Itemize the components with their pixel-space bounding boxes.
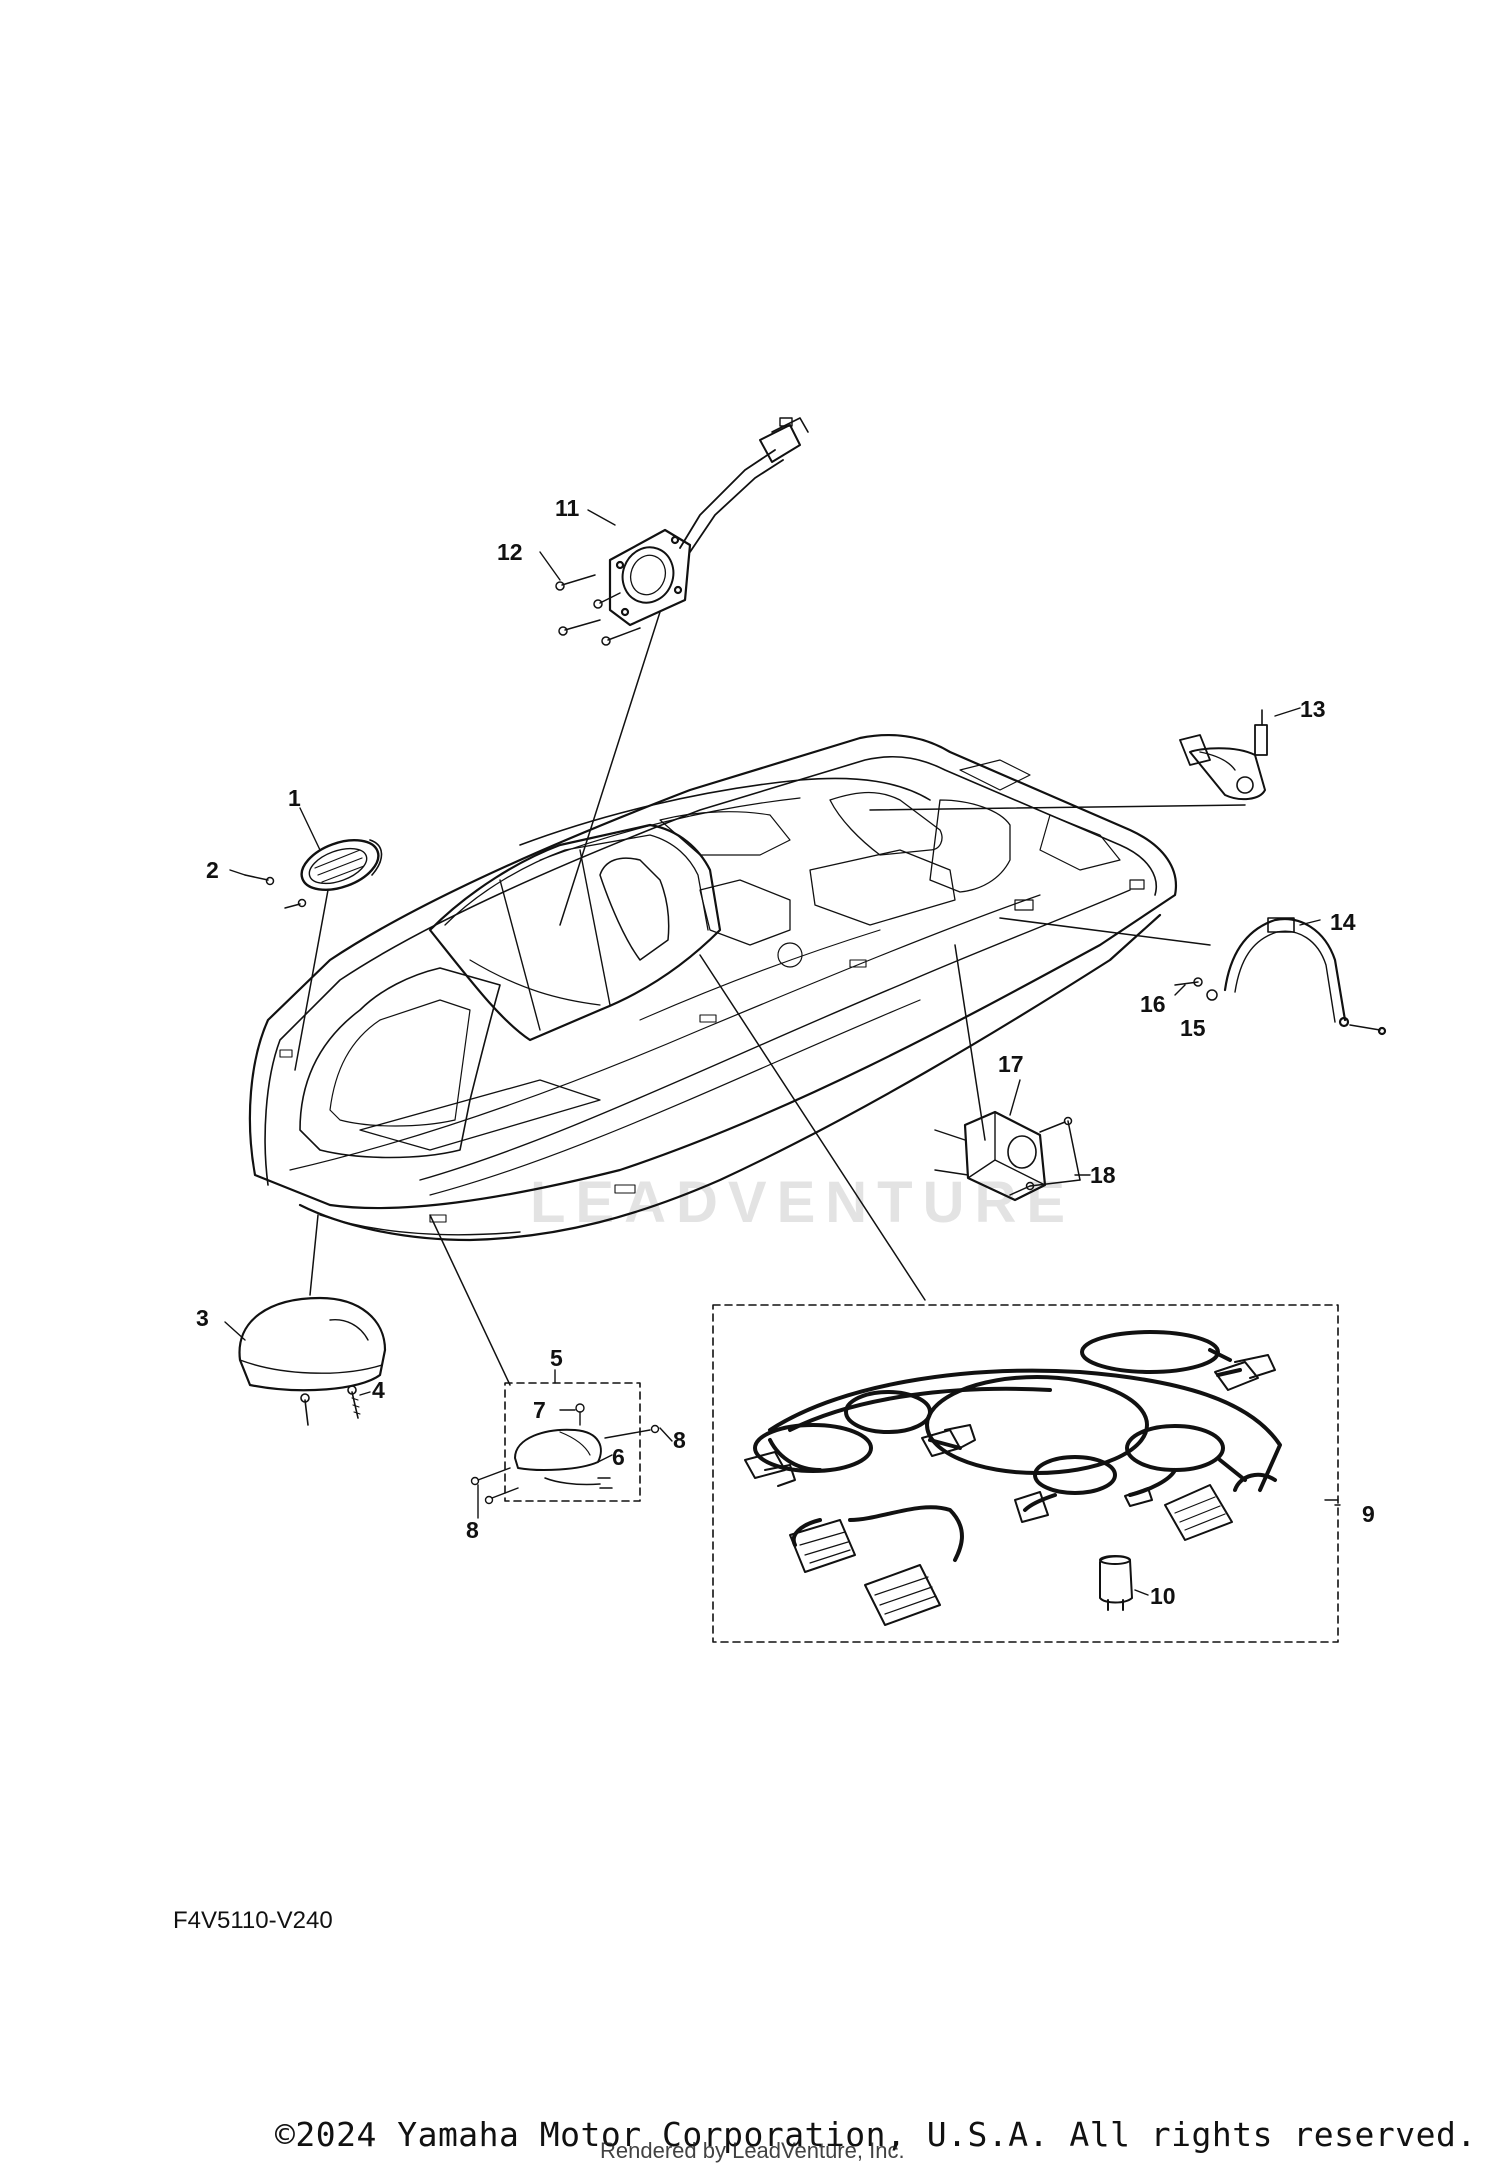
callout-7: 7 — [533, 1397, 546, 1423]
part-9-wire-harness — [753, 1330, 1282, 1562]
callout-15: 15 — [1180, 1015, 1206, 1041]
part-18-screws — [1009, 1116, 1081, 1196]
leader-lines — [294, 611, 1246, 1386]
part-14-bracket — [1223, 917, 1387, 1036]
callout-4: 4 — [372, 1377, 385, 1403]
callout-5: 5 — [550, 1345, 563, 1371]
callout-11: 11 — [555, 495, 580, 521]
diagram-part-code: F4V5110-V240 — [173, 1907, 333, 1934]
part-11-gauge — [608, 417, 809, 627]
part-3-cover — [238, 1296, 387, 1392]
part-7-screw — [575, 1403, 585, 1426]
boat-hull — [248, 734, 1177, 1242]
part-15-16-hardware — [1174, 977, 1218, 1001]
part-12-screws — [555, 574, 641, 646]
callout-leaders — [224, 509, 1341, 1596]
callout-16: 16 — [1140, 991, 1166, 1017]
callout-1: 1 — [288, 785, 301, 811]
callout-14: 14 — [1330, 909, 1356, 935]
part-4-screws — [300, 1385, 361, 1426]
rendered-by-credit: Rendered by LeadVenture, Inc. — [600, 2138, 905, 2163]
part-1-speaker — [300, 839, 383, 891]
callout-2: 2 — [206, 857, 219, 883]
copyright-notice: ©2024 Yamaha Motor Corporation, U.S.A. A… — [275, 2115, 1477, 2154]
part-2-screws — [244, 874, 307, 909]
callout-6: 6 — [612, 1444, 625, 1470]
callout-8-bottom: 8 — [466, 1517, 479, 1543]
callout-9: 9 — [1362, 1501, 1375, 1527]
callout-10: 10 — [1150, 1583, 1176, 1609]
part-9-connectors — [744, 1354, 1276, 1626]
part-10-plug — [1099, 1555, 1133, 1611]
callout-18: 18 — [1090, 1162, 1116, 1188]
part-6-light — [514, 1428, 613, 1489]
part-17-switch — [934, 1110, 1047, 1202]
watermark: LEADVENTURE — [530, 1170, 1075, 1235]
callout-3: 3 — [196, 1305, 209, 1331]
callout-17: 17 — [998, 1051, 1024, 1077]
part-5-group-box — [504, 1382, 641, 1502]
part-8-screws — [470, 1424, 673, 1519]
part-9-group-box — [712, 1304, 1339, 1643]
callout-13: 13 — [1300, 696, 1326, 722]
part-13-sensor — [1179, 709, 1268, 801]
callout-8-right: 8 — [673, 1427, 686, 1453]
callout-12: 12 — [497, 539, 523, 565]
